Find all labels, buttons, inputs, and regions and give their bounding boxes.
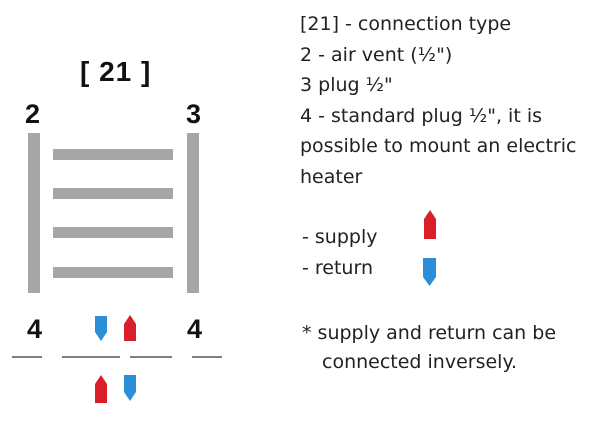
supply-arrow-icon <box>124 315 136 341</box>
return-arrow-icon <box>95 316 107 341</box>
plug-position-label: 3 <box>186 99 202 129</box>
supply-key-label: - supply <box>302 226 378 248</box>
legend-connection-type: [21] - connection type <box>300 13 512 35</box>
left-rail <box>28 133 40 293</box>
legend: [21] - connection type 2 - air vent (½")… <box>300 9 590 192</box>
note-line-1: * supply and return can be <box>302 322 557 344</box>
standard-plug-right-label: 4 <box>187 314 203 344</box>
return-key-icon <box>423 258 436 286</box>
return-key-label: - return <box>302 257 373 279</box>
radiator-fin <box>53 149 173 160</box>
supply-key-icon <box>424 210 436 239</box>
return-arrow-icon <box>124 375 136 401</box>
legend-standard-plug: 4 - standard plug ½", it is possible to … <box>300 104 577 188</box>
note-line-2: connected inversely. <box>322 351 518 373</box>
standard-plug-left-label: 4 <box>27 314 43 344</box>
legend-plug: 3 plug ½" <box>300 74 393 96</box>
legend-air-vent: 2 - air vent (½") <box>300 43 453 66</box>
radiator-fin <box>53 188 173 199</box>
supply-arrow-icon <box>95 375 107 403</box>
air-vent-position-label: 2 <box>25 99 41 129</box>
connection-code-label: [ 21 ] <box>80 56 152 87</box>
radiator-fin <box>53 227 173 238</box>
right-rail <box>187 133 199 293</box>
inversion-note: * supply and return can be connected inv… <box>302 319 592 377</box>
radiator-fin <box>53 267 173 278</box>
